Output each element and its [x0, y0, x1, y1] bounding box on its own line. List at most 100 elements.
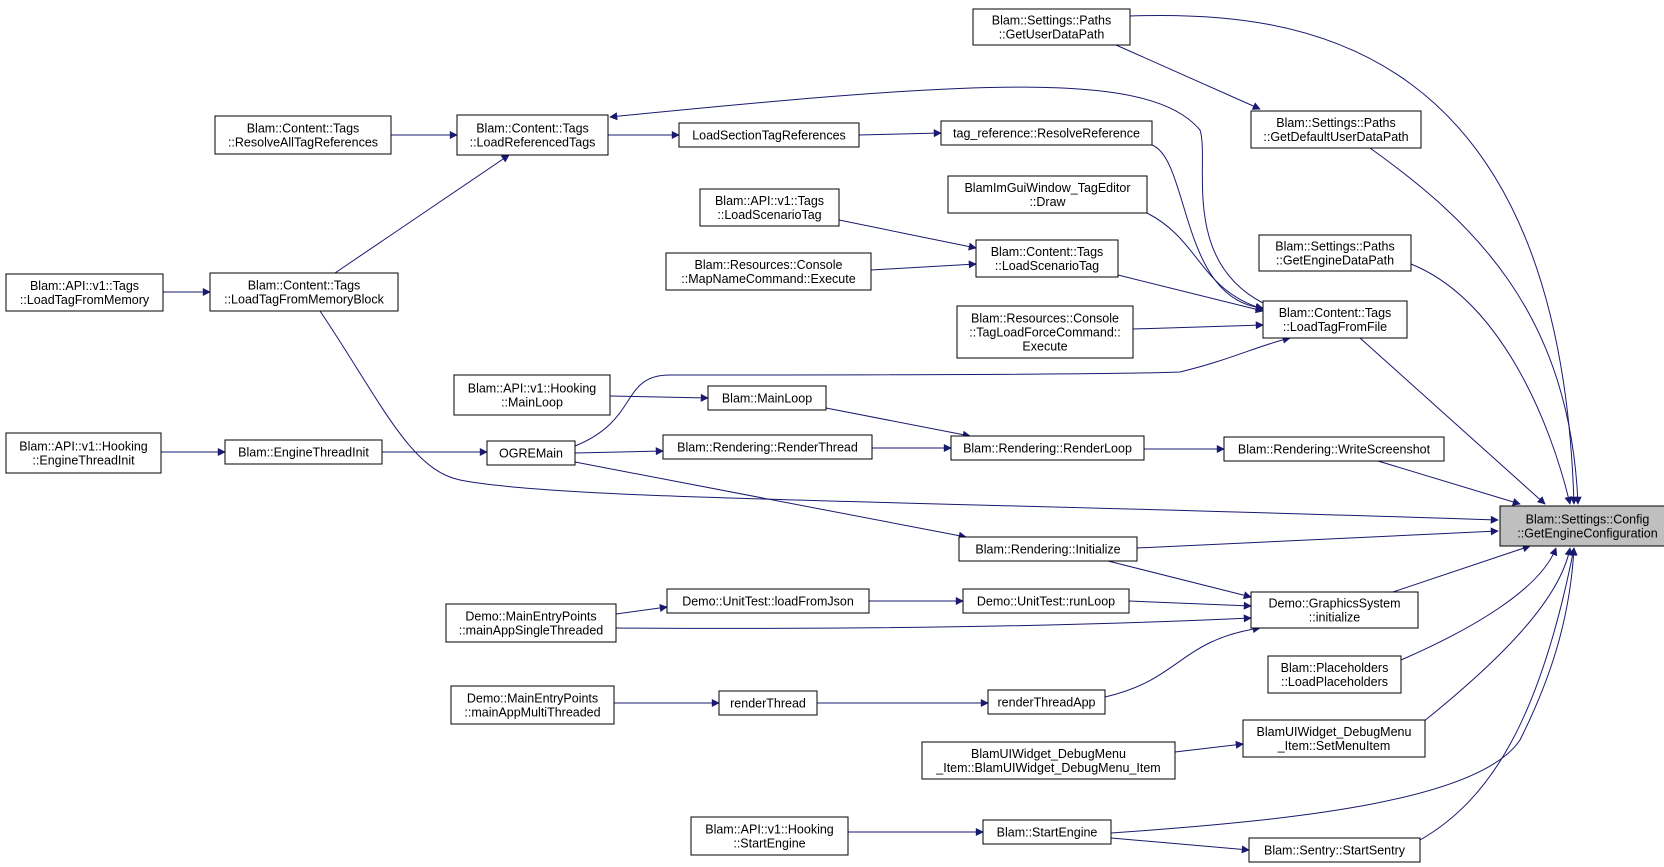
node-box: [962, 588, 1130, 614]
node-box: [1267, 655, 1402, 694]
node-box: [940, 120, 1153, 146]
node-label-line: ::LoadReferencedTags: [470, 136, 596, 150]
node-box: [982, 819, 1112, 845]
node-label-line: renderThread: [730, 697, 806, 711]
edge-getEngineDataPath-to-root: [1410, 263, 1573, 505]
node-label-line: Blam::API::v1::Hooking: [468, 382, 597, 396]
node-mainLoop[interactable]: Blam::MainLoop: [707, 385, 827, 411]
edge-debugMenuItemCtor-to-setMenuItem: [1174, 740, 1244, 753]
node-label-line: BlamUIWidget_DebugMenu: [971, 747, 1126, 761]
node-loadSectionTagRefs[interactable]: LoadSectionTagReferences: [678, 122, 860, 148]
node-label-line: BlamUIWidget_DebugMenu: [1257, 725, 1412, 739]
edge-setMenuItem-to-root: [1422, 547, 1573, 723]
node-setMenuItem[interactable]: BlamUIWidget_DebugMenu_Item::SetMenuItem: [1242, 719, 1426, 758]
node-apiLoadTagFromMemory[interactable]: Blam::API::v1::Tags::LoadTagFromMemory: [5, 273, 164, 312]
node-mapNameCommand[interactable]: Blam::Resources::Console::MapNameCommand…: [665, 252, 872, 291]
node-label-line: Blam::Content::Tags: [476, 122, 589, 136]
edge-graphicsInit-to-root: [1392, 544, 1531, 593]
node-writeScreenshot[interactable]: Blam::Rendering::WriteScreenshot: [1223, 436, 1445, 462]
node-apiHookingEngineThreadInit[interactable]: Blam::API::v1::Hooking::EngineThreadInit: [5, 432, 162, 474]
node-resolveReference[interactable]: tag_reference::ResolveReference: [940, 120, 1153, 146]
node-box: [947, 175, 1148, 214]
edge-tagEditorDraw-to-loadTagFromFile: [1146, 212, 1264, 311]
edge-ogreMain-to-renderingInitialize: [574, 461, 967, 540]
node-label-line: Blam::Settings::Paths: [1276, 116, 1396, 130]
node-label-line: Blam::Settings::Paths: [992, 14, 1112, 28]
node-loadTagFromMemoryBlock[interactable]: Blam::Content::Tags::LoadTagFromMemoryBl…: [209, 272, 399, 312]
node-label-line: Execute: [1022, 340, 1067, 354]
edge-mapNameCommand-to-contentLoadScenarioTag: [870, 260, 977, 271]
node-label-line: LoadSectionTagReferences: [692, 129, 846, 143]
node-label-line: Blam::Settings::Config: [1526, 513, 1650, 527]
node-label-line: ::ResolveAllTagReferences: [228, 136, 378, 150]
edge-apiHookingMainLoop-to-mainLoop: [609, 393, 709, 402]
node-label-line: ::GetEngineConfiguration: [1517, 527, 1657, 541]
edges-layer: [161, 14, 1582, 854]
node-label-line: ::TagLoadForceCommand::: [969, 326, 1120, 340]
node-apiHookingStartEngine[interactable]: Blam::API::v1::Hooking::StartEngine: [690, 816, 849, 856]
node-loadPlaceholders[interactable]: Blam::Placeholders::LoadPlaceholders: [1267, 655, 1402, 694]
node-box: [975, 239, 1119, 278]
node-loadReferencedTags[interactable]: Blam::Content::Tags::LoadReferencedTags: [456, 114, 609, 156]
edge-renderThreadApp-to-graphicsInit: [1104, 625, 1261, 698]
node-tagLoadForce[interactable]: Blam::Resources::Console::TagLoadForceCo…: [956, 305, 1134, 359]
edge-loadSectionTagRefs-to-resolveReference: [858, 129, 942, 138]
node-ogreMain[interactable]: OGREMain: [486, 440, 576, 466]
node-renderLoop[interactable]: Blam::Rendering::RenderLoop: [950, 435, 1145, 461]
node-box: [690, 816, 849, 856]
node-renderThread[interactable]: renderThread: [718, 690, 818, 716]
node-label-line: Blam::EngineThreadInit: [238, 446, 369, 460]
node-label-line: Blam::Rendering::RenderThread: [677, 441, 858, 455]
node-apiLoadScenarioTag[interactable]: Blam::API::v1::Tags::LoadScenarioTag: [699, 188, 840, 227]
node-getUserDataPath[interactable]: Blam::Settings::Paths::GetUserDataPath: [972, 8, 1131, 46]
node-tagEditorDraw[interactable]: BlamImGuiWindow_TagEditor::Draw: [947, 175, 1148, 214]
node-label-line: ::LoadPlaceholders: [1281, 675, 1388, 689]
node-getDefaultUserDataPath[interactable]: Blam::Settings::Paths::GetDefaultUserDat…: [1250, 110, 1422, 149]
node-label-line: ::EngineThreadInit: [32, 454, 135, 468]
node-box: [1250, 591, 1419, 629]
node-engineThreadInit[interactable]: Blam::EngineThreadInit: [224, 439, 383, 465]
node-root[interactable]: Blam::Settings::Config::GetEngineConfigu…: [1499, 505, 1664, 547]
node-label-line: renderThreadApp: [998, 696, 1096, 710]
node-label-line: Blam::Content::Tags: [248, 279, 361, 293]
node-contentLoadScenarioTag[interactable]: Blam::Content::Tags::LoadScenarioTag: [975, 239, 1119, 278]
node-startSentry[interactable]: Blam::Sentry::StartSentry: [1248, 837, 1421, 863]
edge-mainLoop-to-renderLoop: [825, 407, 971, 439]
node-unitTestRunLoop[interactable]: Demo::UnitTest::runLoop: [962, 588, 1130, 614]
node-box: [1499, 505, 1664, 547]
edge-mainAppSingleThreaded-to-loadFromJson: [615, 604, 668, 615]
node-label-line: Blam::Resources::Console: [971, 312, 1119, 326]
edge-writeScreenshot-to-root: [1377, 460, 1521, 506]
node-getEngineDataPath[interactable]: Blam::Settings::Paths::GetEngineDataPath: [1258, 234, 1412, 272]
node-startEngine[interactable]: Blam::StartEngine: [982, 819, 1112, 845]
node-renderingInitialize[interactable]: Blam::Rendering::Initialize: [958, 536, 1138, 562]
node-label-line: Blam::Rendering::WriteScreenshot: [1238, 443, 1431, 457]
node-apiHookingMainLoop[interactable]: Blam::API::v1::Hooking::MainLoop: [453, 374, 611, 416]
node-mainAppMultiThreaded[interactable]: Demo::MainEntryPoints::mainAppMultiThrea…: [450, 685, 615, 725]
node-label-line: tag_reference::ResolveReference: [953, 127, 1140, 141]
node-label-line: ::LoadTagFromMemory: [20, 293, 150, 307]
node-mainAppSingleThreaded[interactable]: Demo::MainEntryPoints::mainAppSingleThre…: [445, 603, 617, 643]
node-box: [707, 385, 827, 411]
node-label-line: Blam::Content::Tags: [991, 245, 1104, 259]
node-box: [1248, 837, 1421, 863]
node-graphicsInit[interactable]: Demo::GraphicsSystem::initialize: [1250, 591, 1419, 629]
node-label-line: _Item::SetMenuItem: [1277, 739, 1391, 753]
edge-tagLoadForce-to-loadTagFromFile: [1132, 321, 1264, 330]
edge-loadPlaceholders-to-root: [1400, 547, 1558, 661]
node-label-line: Demo::MainEntryPoints: [465, 610, 596, 624]
node-box: [1250, 110, 1422, 149]
nodes-layer: Blam::Settings::Config::GetEngineConfigu…: [5, 8, 1664, 863]
node-label-line: ::GetDefaultUserDataPath: [1263, 130, 1408, 144]
node-renderThreadBlam[interactable]: Blam::Rendering::RenderThread: [662, 434, 873, 460]
node-box: [214, 115, 392, 155]
node-loadTagFromFile[interactable]: Blam::Content::Tags::LoadTagFromFile: [1262, 300, 1408, 339]
node-renderThreadApp[interactable]: renderThreadApp: [987, 689, 1106, 715]
node-box: [972, 8, 1131, 46]
node-resolveAllTagRefs[interactable]: Blam::Content::Tags::ResolveAllTagRefere…: [214, 115, 392, 155]
node-debugMenuItemCtor[interactable]: BlamUIWidget_DebugMenu_Item::BlamUIWidge…: [921, 741, 1176, 780]
edge-startEngine-to-root: [1110, 547, 1578, 834]
node-loadFromJson[interactable]: Demo::UnitTest::loadFromJson: [666, 588, 870, 614]
node-box: [956, 305, 1134, 359]
